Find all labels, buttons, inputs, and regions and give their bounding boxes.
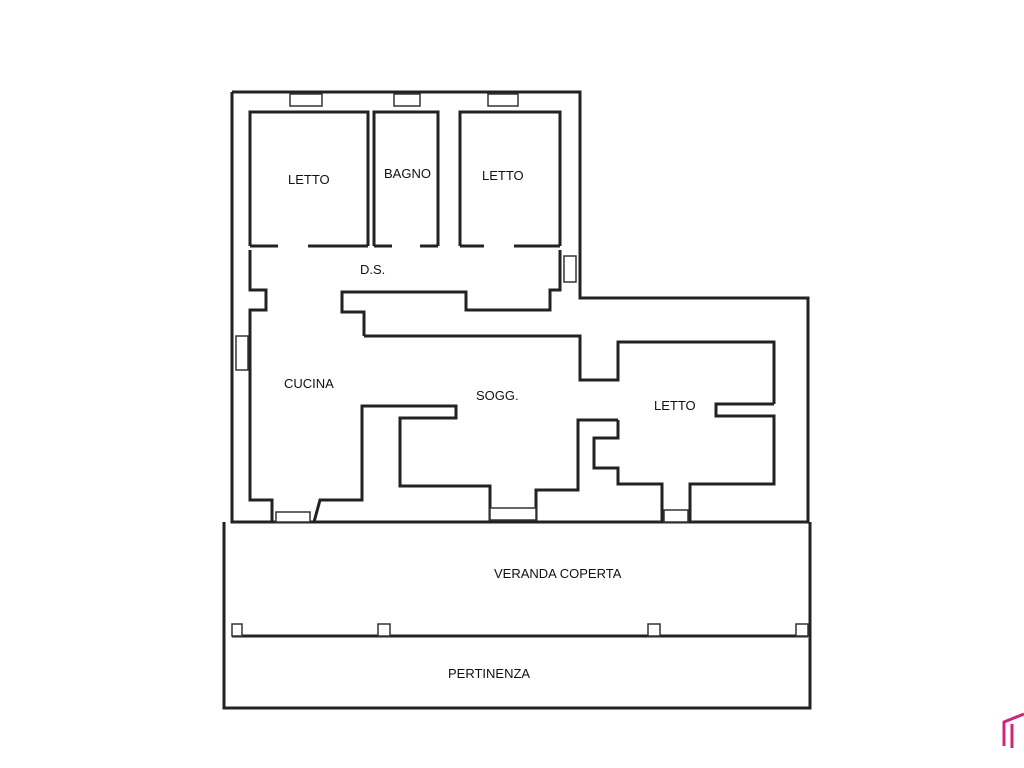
label-disimpegno: D.S. — [360, 262, 385, 277]
label-letto-3: LETTO — [654, 398, 696, 413]
brand-logo-icon — [1002, 712, 1024, 748]
kitchen-walls — [312, 404, 492, 523]
label-letto-1: LETTO — [288, 172, 330, 187]
label-letto-2: LETTO — [482, 168, 524, 183]
bedroom-3-walls — [688, 402, 776, 522]
outer-walls — [222, 90, 812, 710]
label-veranda: VERANDA COPERTA — [494, 566, 622, 581]
corridor-walls — [248, 250, 776, 522]
living-walls — [534, 418, 664, 522]
bathroom-walls — [372, 110, 440, 248]
label-bagno: BAGNO — [384, 166, 431, 181]
veranda-pillars — [231, 623, 809, 637]
windows — [235, 93, 689, 523]
label-pertinenza: PERTINENZA — [448, 666, 530, 681]
label-soggiorno: SOGG. — [476, 388, 519, 403]
bedroom-right-walls — [458, 110, 562, 248]
label-cucina: CUCINA — [284, 376, 334, 391]
bedroom-left-walls — [248, 110, 370, 248]
